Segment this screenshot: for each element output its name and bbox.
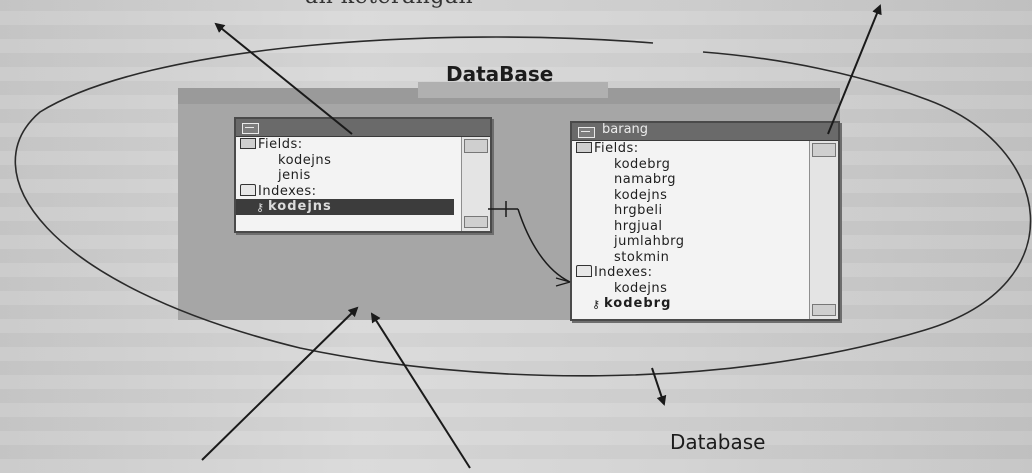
- diagram-title: DataBase: [446, 62, 554, 86]
- vertical-scrollbar[interactable]: [809, 141, 838, 319]
- field-item[interactable]: hrgjual: [614, 218, 663, 234]
- field-item[interactable]: kodebrg: [614, 156, 671, 172]
- field-item[interactable]: jumlahbrg: [614, 234, 685, 249]
- primary-key-item[interactable]: ⚷kodebrg: [592, 296, 672, 311]
- field-item[interactable]: jenis: [278, 168, 311, 183]
- indexes-header: Indexes:: [572, 265, 798, 281]
- table-name: barang: [602, 122, 649, 137]
- relationships-canvas: Fields: kodejns jenis Indexes: ⚷kodejns …: [178, 82, 840, 321]
- vertical-scrollbar[interactable]: [461, 137, 490, 231]
- scroll-down-button[interactable]: [464, 216, 488, 228]
- field-item[interactable]: kodejns: [614, 187, 668, 203]
- table-window-barang[interactable]: barang Fields: kodebrg namabrg kodejns h…: [570, 121, 840, 321]
- indexes-icon: [576, 265, 592, 277]
- scroll-down-button[interactable]: [812, 304, 836, 316]
- arrow-icon: [827, 4, 882, 135]
- fields-icon: [576, 142, 592, 153]
- index-item[interactable]: kodejns: [614, 280, 668, 296]
- table-field-list: Fields: kodejns jenis Indexes: ⚷kodejns: [236, 137, 454, 215]
- cutoff-caption-text: an keterangan: [305, 0, 473, 9]
- table-title-bar[interactable]: barang: [572, 122, 838, 141]
- field-item[interactable]: hrgbeli: [614, 203, 663, 218]
- field-item[interactable]: namabrg: [614, 172, 676, 187]
- primary-key-icon: ⚷: [256, 201, 266, 214]
- indexes-icon: [240, 183, 256, 196]
- database-ellipse-boundary: [14, 36, 1032, 377]
- table-field-list: Fields: kodebrg namabrg kodejns hrgbeli …: [572, 141, 798, 312]
- indexes-header: Indexes:: [236, 183, 454, 200]
- field-item[interactable]: kodejns: [278, 152, 332, 168]
- fields-header: Fields:: [236, 137, 454, 153]
- fields-icon: [240, 138, 256, 149]
- relationship-line: [488, 201, 571, 287]
- primary-key-icon: ⚷: [592, 298, 602, 311]
- database-label: Database: [670, 430, 766, 454]
- scroll-up-button[interactable]: [464, 139, 488, 153]
- arrow-icon: [201, 306, 359, 461]
- arrow-icon: [651, 367, 667, 406]
- arrow-icon: [370, 312, 471, 469]
- primary-key-item[interactable]: ⚷kodejns: [236, 199, 454, 215]
- table-window-jenis[interactable]: Fields: kodejns jenis Indexes: ⚷kodejns: [234, 117, 492, 233]
- canvas-tab: [418, 82, 608, 98]
- field-item[interactable]: stokmin: [614, 249, 670, 265]
- table-title-bar[interactable]: [236, 119, 490, 137]
- fields-header: Fields:: [572, 141, 798, 157]
- table-icon: [578, 127, 595, 138]
- table-icon: [242, 123, 259, 134]
- scroll-up-button[interactable]: [812, 143, 836, 157]
- arrow-icon: [214, 22, 353, 135]
